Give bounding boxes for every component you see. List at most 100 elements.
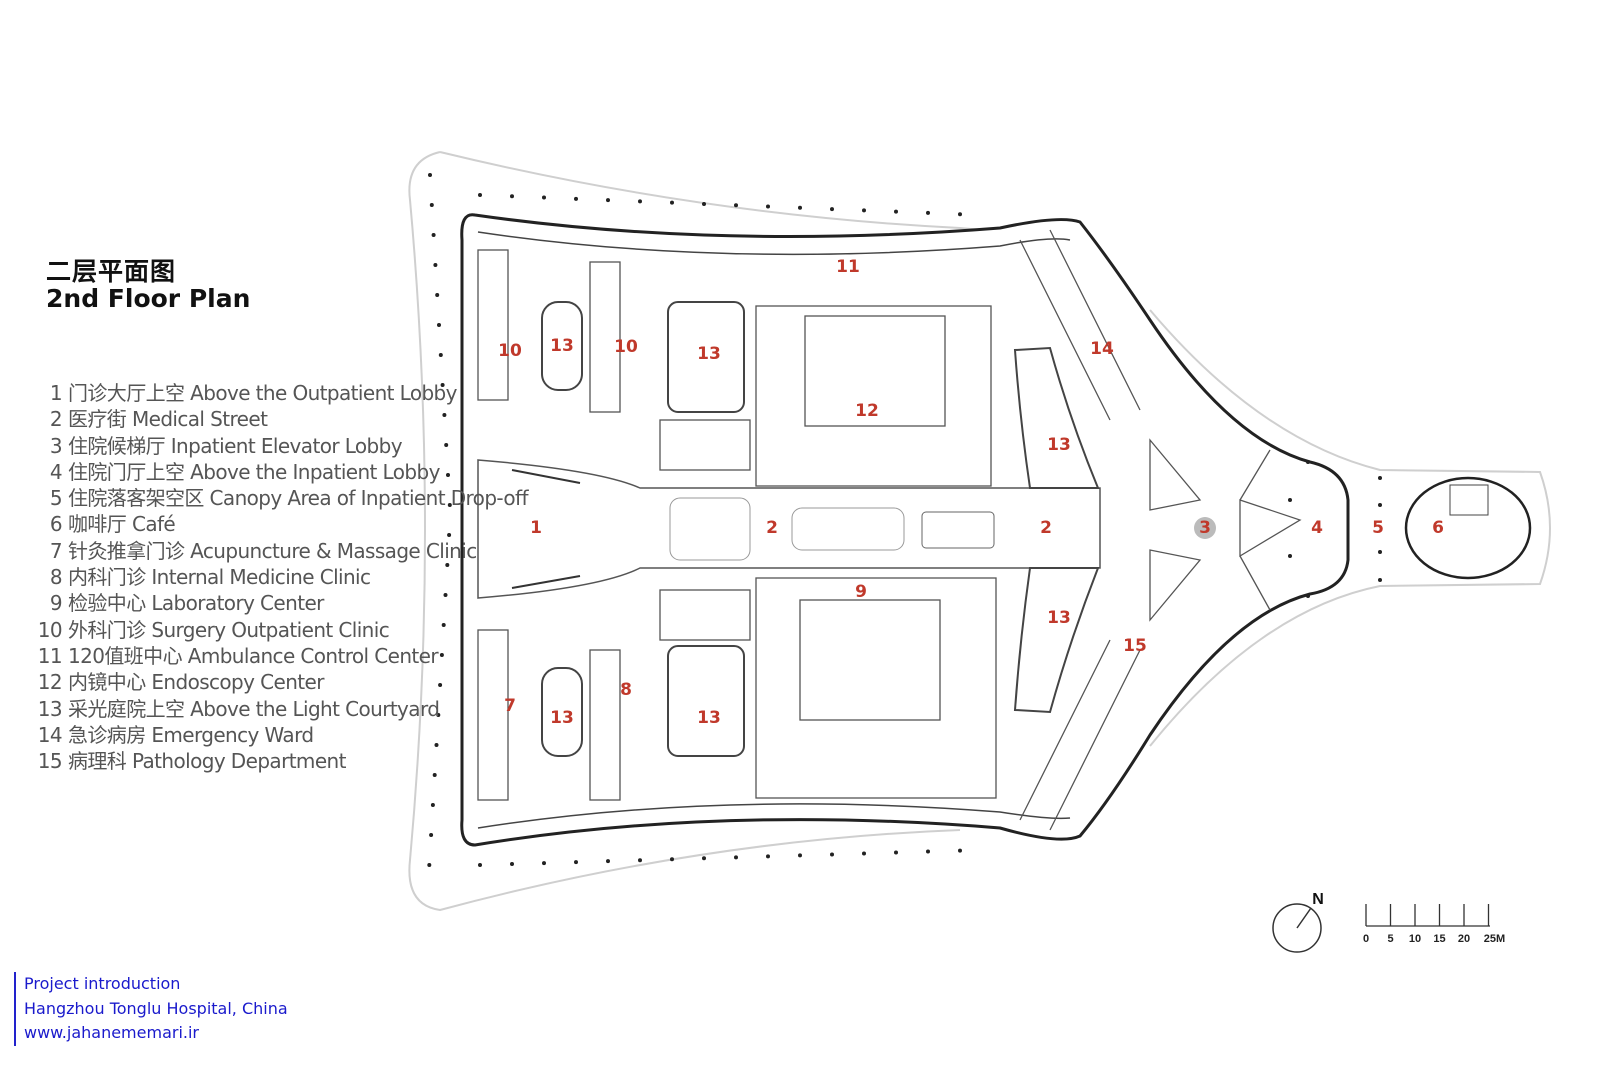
legend-number: 7 [49, 538, 63, 563]
legend-number: 4 [49, 459, 63, 484]
column-dot [441, 623, 446, 627]
column-dot [606, 859, 610, 864]
column-dot [1288, 554, 1292, 558]
column-dot [894, 209, 898, 214]
legend-text: 针灸推拿门诊 Acupuncture & Massage Clinic [68, 538, 477, 563]
column-dot [432, 773, 437, 777]
column-dot [510, 862, 514, 867]
column-dot [830, 852, 834, 857]
column-dot [1288, 498, 1292, 502]
column-dot [445, 563, 450, 567]
plan-label-5: 5 [1372, 518, 1384, 538]
scale-tick-label: 10 [1409, 933, 1421, 945]
plan-label-12: 12 [855, 401, 879, 421]
column-dot [894, 850, 898, 855]
column-dot [447, 533, 452, 537]
column-dot [435, 293, 440, 297]
legend-number: 10 [37, 617, 63, 642]
legend-text: 内科门诊 Internal Medicine Clinic [68, 565, 371, 590]
column-dot [429, 203, 434, 207]
column-dot [1378, 550, 1382, 554]
plan-label-13: 13 [1047, 608, 1071, 628]
column-dot [958, 212, 962, 217]
footer-line-1: Project introduction [24, 974, 181, 993]
plan-label-9: 9 [855, 582, 867, 602]
plan-label-2: 2 [766, 518, 778, 538]
column-dot [438, 683, 443, 687]
column-dot [440, 383, 445, 387]
legend-text: 住院落客架空区 Canopy Area of Inpatient Drop-of… [68, 486, 529, 511]
column-dot [439, 653, 444, 657]
courtyards [541, 301, 1100, 757]
elevator-lobby-marker [1194, 517, 1216, 539]
legend-text: 采光庭院上空 Above the Light Courtyard [68, 696, 440, 721]
scale-tick-label: 15 [1433, 933, 1445, 945]
plan-label-10: 10 [614, 337, 638, 357]
plan-label-6: 6 [1432, 518, 1444, 538]
column-dot [442, 413, 447, 417]
column-dot [1378, 503, 1382, 507]
scale-tick-label: 5 [1387, 933, 1393, 945]
column-dot [798, 205, 802, 210]
legend-text: 病理科 Pathology Department [68, 749, 346, 774]
column-dot [1378, 476, 1382, 480]
plan-label-13: 13 [697, 344, 721, 364]
plan-label-8: 8 [620, 680, 632, 700]
room-blocks [477, 229, 1302, 831]
plan-label-2: 2 [1040, 518, 1052, 538]
legend-text: 检验中心 Laboratory Center [68, 591, 324, 616]
column-dot [702, 201, 706, 206]
column-dot [429, 833, 434, 837]
column-dot [433, 263, 438, 267]
footer: Project introduction Hangzhou Tonglu Hos… [14, 972, 288, 1046]
column-dot [734, 203, 738, 208]
column-dots [427, 173, 1382, 867]
column-dot [436, 713, 441, 717]
column-dot [766, 854, 770, 859]
column-dot [1306, 460, 1310, 464]
legend-number: 2 [49, 407, 63, 432]
scale-tick-label: 25M [1484, 933, 1505, 945]
column-dot [606, 198, 610, 203]
column-dot [702, 856, 706, 861]
escalators [511, 469, 581, 589]
plan-label-13: 13 [697, 708, 721, 728]
column-dot [446, 473, 450, 477]
column-dot [428, 173, 432, 177]
column-dot [427, 863, 432, 867]
plan-label-7: 7 [504, 696, 516, 716]
column-dot [1378, 578, 1382, 582]
footer-link[interactable]: www.jahanememari.ir [24, 1023, 200, 1042]
plan-label-10: 10 [498, 341, 522, 361]
plan-label-1: 1 [530, 518, 542, 538]
column-dot [510, 194, 514, 199]
legend-number: 6 [49, 512, 63, 537]
column-dot [638, 858, 642, 863]
plan-label-13: 13 [550, 336, 574, 356]
column-dot [670, 200, 674, 205]
legend-number: 12 [37, 670, 63, 695]
column-dot [434, 743, 439, 747]
plan-label-14: 14 [1090, 339, 1114, 359]
column-dot [430, 803, 435, 807]
column-dot [431, 233, 436, 237]
scale-tick-label: 20 [1458, 933, 1470, 945]
column-dot [958, 848, 962, 853]
title-chinese: 二层平面图 [46, 257, 177, 286]
column-dot [734, 855, 738, 860]
plan-label-13: 13 [550, 708, 574, 728]
legend-text: 咖啡厅 Café [68, 512, 176, 537]
plan-label-3: 3 [1199, 518, 1211, 538]
plan-label-4: 4 [1311, 518, 1323, 538]
column-dot [437, 323, 441, 327]
column-dot [926, 849, 930, 854]
